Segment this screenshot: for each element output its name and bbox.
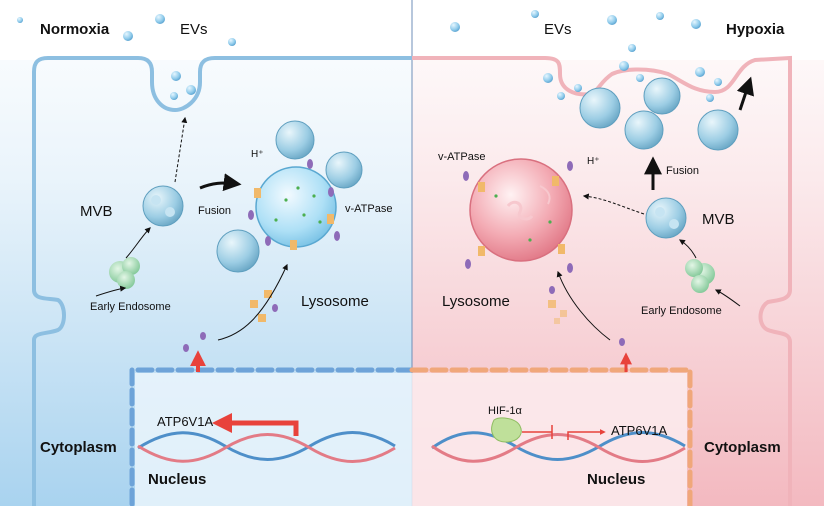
right-lysosome [469, 158, 573, 262]
left-v-atpase-label: v-ATPase [345, 203, 393, 215]
left-atp6v1a-label: ATP6V1A [157, 414, 214, 429]
left-h-plus-label: H⁺ [251, 149, 264, 160]
left-cell-membrane [32, 56, 412, 506]
right-atp6v1a-label: ATP6V1A [611, 423, 668, 438]
right-nucleus-label: Nucleus [587, 471, 646, 488]
right-v-atpase-pumps [463, 161, 573, 273]
condition-label-hypoxia: Hypoxia [726, 21, 785, 38]
left-arrow-mvb-to-membrane [174, 116, 188, 183]
left-evs-label: EVs [180, 21, 208, 38]
left-arrow-endosome-to-mvb [95, 285, 127, 297]
left-dna-helix [137, 431, 396, 463]
left-early-endosome-label: Early Endosome [90, 301, 171, 313]
right-arrow-to-lysosome [556, 270, 611, 341]
left-mvb [142, 185, 184, 227]
right-arrow-mvb-to-lysosome [582, 193, 645, 215]
right-cell-membrane [412, 55, 792, 506]
right-h-plus-label: H⁺ [587, 156, 600, 167]
right-free-evs [450, 10, 722, 102]
right-vesicles-to-membrane [579, 77, 739, 151]
left-promoter-arrow [212, 413, 299, 436]
hif-label: HIF-1α [488, 405, 522, 417]
left-mvb-label: MVB [80, 203, 113, 220]
right-evs-label: EVs [544, 21, 572, 38]
left-arrow-fusion [199, 173, 242, 192]
hif-inhibition-line [522, 425, 553, 439]
right-early-endosome-label: Early Endosome [641, 305, 722, 317]
left-lysosome-satellite-vesicles [216, 120, 363, 273]
left-free-evs [17, 14, 236, 100]
right-atp6v1a-subunits [548, 286, 625, 346]
right-early-endosome [685, 259, 715, 293]
left-early-endosome [109, 257, 140, 289]
right-lysosome-label: Lysosome [442, 293, 510, 310]
right-arrow-exocytosis [736, 76, 754, 111]
right-mvb-label: MVB [702, 211, 735, 228]
right-arrow-to-endosome [714, 289, 741, 307]
left-lysosome [255, 166, 337, 248]
left-cytoplasm-label: Cytoplasm [40, 439, 117, 456]
right-nucleus-envelope [409, 367, 693, 506]
left-atp6v1a-subunits [183, 290, 278, 352]
left-arrow-to-mvb [125, 227, 151, 259]
left-nucleus-label: Nucleus [148, 471, 207, 488]
left-lysosome-label: Lysosome [301, 293, 369, 310]
left-nucleus-envelope [129, 367, 415, 506]
right-promoter-arrow [567, 429, 606, 440]
condition-label-normoxia: Normoxia [40, 21, 110, 38]
right-fusion-label: Fusion [666, 165, 700, 177]
right-arrow-endosome-up [679, 239, 697, 259]
left-arrow-to-lysosome [217, 263, 288, 341]
hif-protein [491, 417, 522, 443]
right-mvb [645, 197, 687, 239]
left-v-atpase-pumps [248, 159, 340, 250]
left-fusion-label: Fusion [198, 205, 232, 217]
right-dna-helix [431, 431, 686, 463]
right-cytoplasm-label: Cytoplasm [704, 439, 781, 456]
right-v-atpase-label: v-ATPase [438, 151, 486, 163]
